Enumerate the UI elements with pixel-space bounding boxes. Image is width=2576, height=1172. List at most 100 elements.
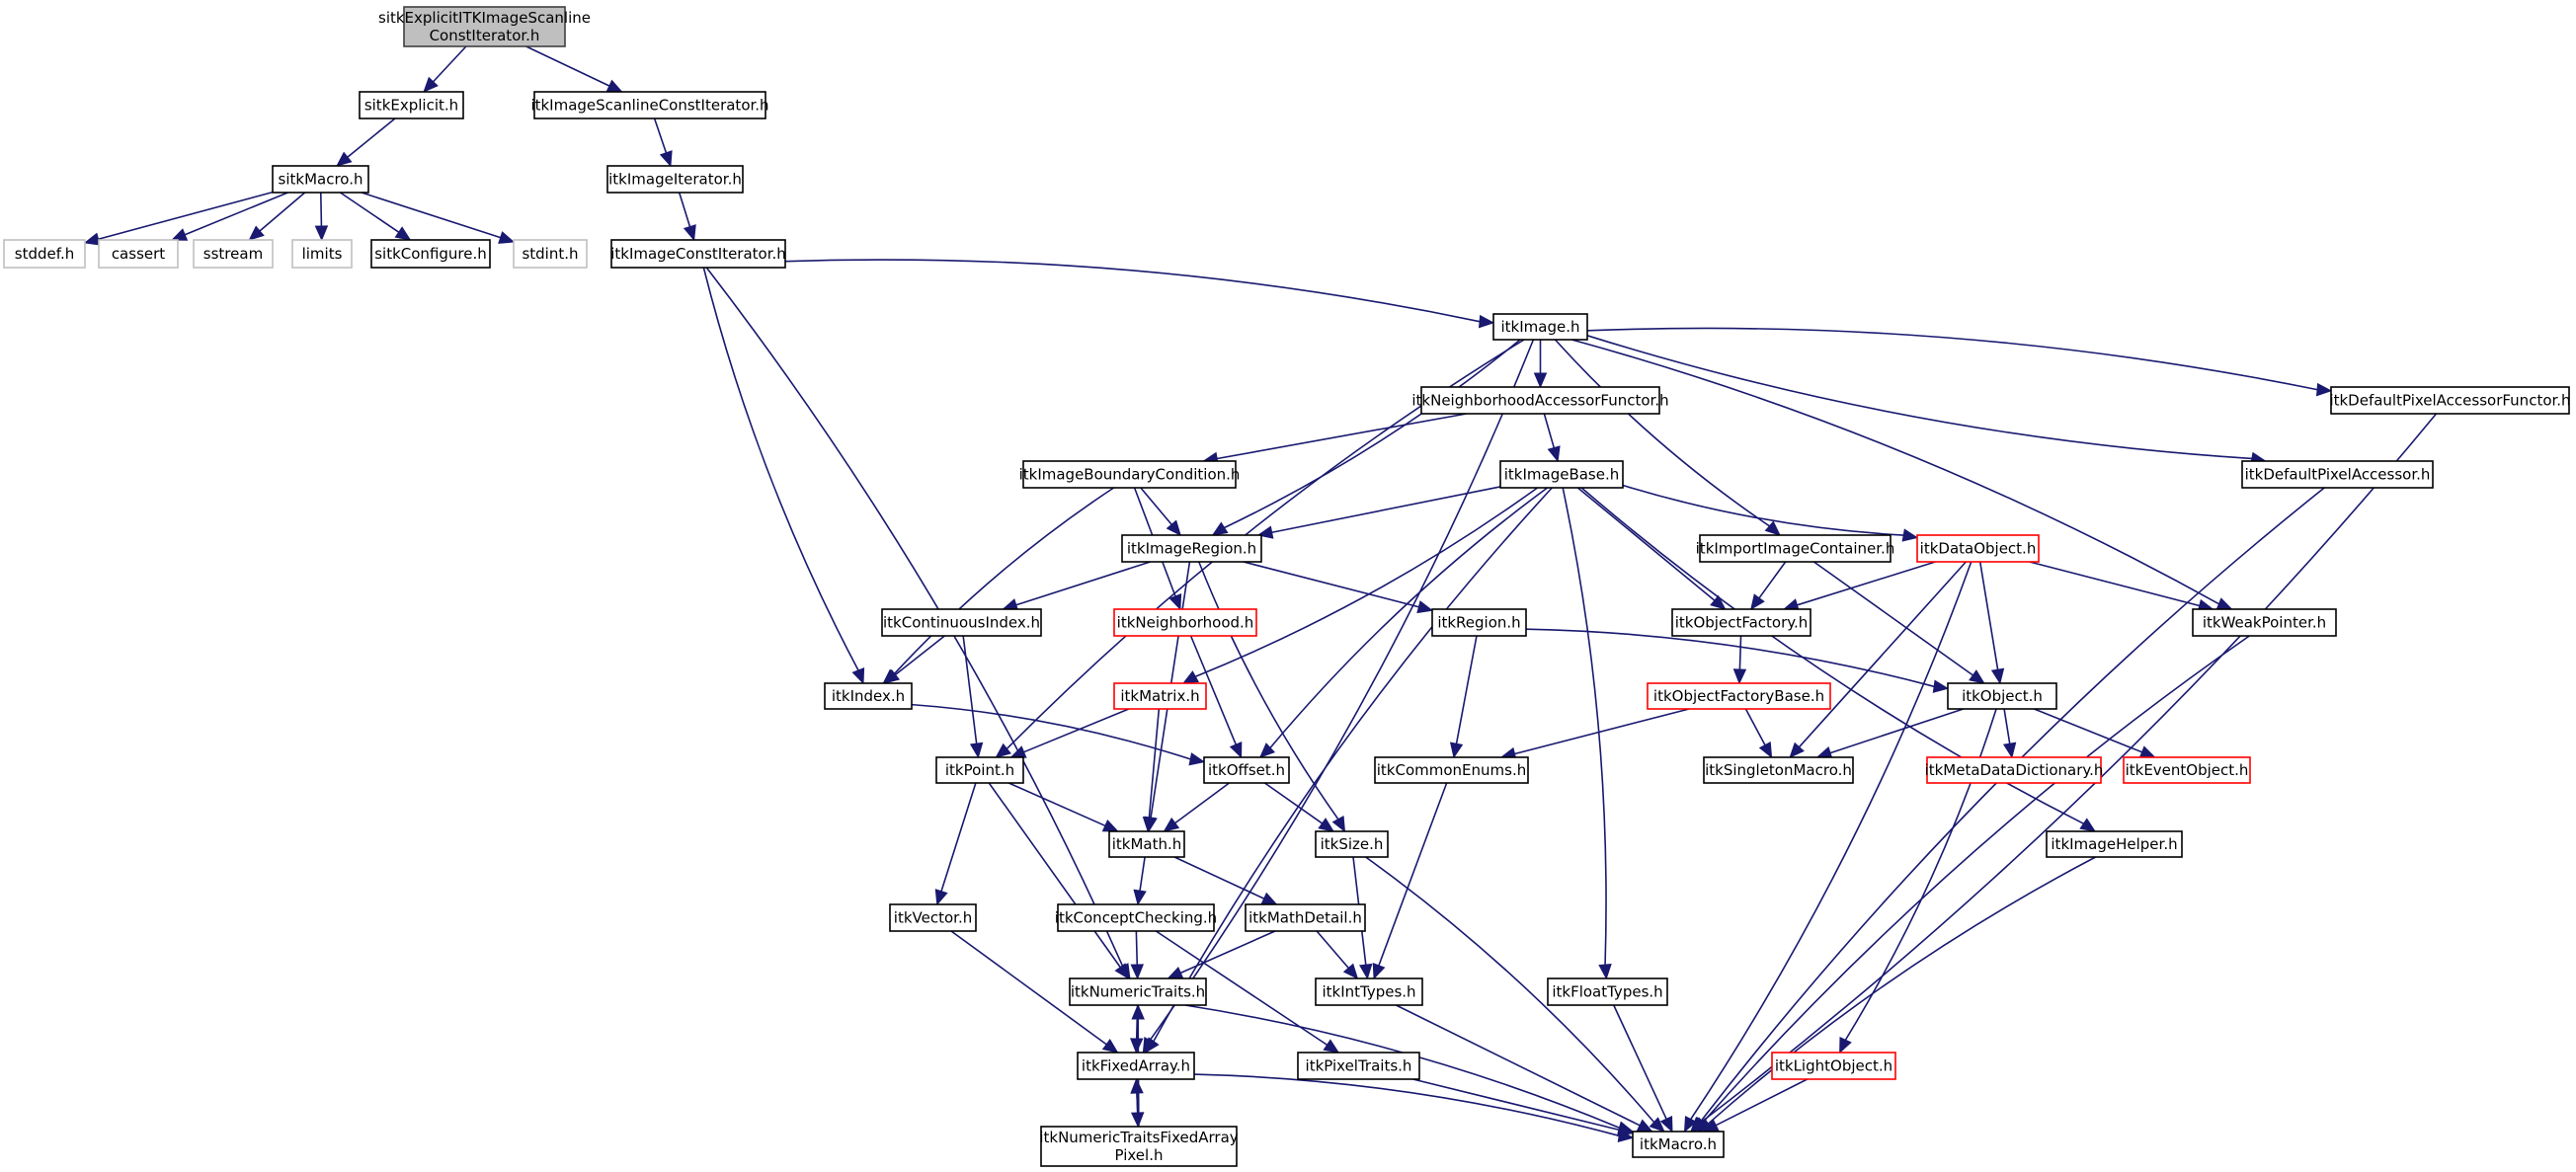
arrowhead-icon: [1342, 963, 1359, 979]
node-itkRegion[interactable]: itkRegion.h: [1431, 608, 1527, 637]
node-box: [824, 682, 913, 710]
node-itkMatrix[interactable]: itkMatrix.h: [1113, 682, 1207, 710]
node-itkDefaultPixelAccessorFunctor[interactable]: itkDefaultPixelAccessorFunctor.h: [2329, 386, 2571, 415]
node-label: itkRegion.h: [1437, 614, 1520, 632]
node-label: itkImageIterator.h: [608, 171, 742, 189]
node-label: itkNeighborhoodAccessorFunctor.h: [1411, 392, 1668, 410]
node-box: [2241, 460, 2434, 489]
edge-itkImageBase-to-itkFloatTypes: [1562, 487, 1612, 980]
edge-line: [962, 635, 978, 744]
edge-line: [1586, 327, 2318, 391]
edge-line: [1412, 1078, 1620, 1132]
arrowhead-icon: [1969, 669, 1985, 684]
edge-line: [1715, 1078, 1809, 1127]
edge-line: [1198, 561, 1339, 820]
edge-line: [361, 192, 501, 239]
node-box: [1069, 977, 1207, 1006]
node-label: sitkExplicitITKImageScanline: [378, 9, 591, 27]
arrowhead-icon: [1142, 816, 1157, 833]
arrowhead-icon: [1168, 593, 1182, 611]
node-itkDefaultPixelAccessor[interactable]: itkDefaultPixelAccessor.h: [2241, 460, 2434, 489]
node-itkFloatTypes[interactable]: itkFloatTypes.h: [1547, 977, 1668, 1006]
node-itkImage[interactable]: itkImage.h: [1492, 313, 1588, 341]
node-sitkMacro[interactable]: sitkMacro.h: [272, 165, 369, 194]
node-label: itkObjectFactory.h: [1675, 614, 1809, 632]
edge-line: [1217, 413, 1467, 460]
edge-itkPixelTraits-to-itkMacro: [1412, 1078, 1635, 1136]
node-itkImageBase[interactable]: itkImageBase.h: [1499, 460, 1624, 489]
edge-line: [894, 635, 945, 675]
arrowhead-icon: [1710, 594, 1727, 610]
edge-line: [1622, 484, 1904, 536]
node-label: itkImageRegion.h: [1127, 540, 1256, 558]
node-itkEventObject[interactable]: itkEventObject.h: [2123, 756, 2251, 784]
edge-itkMath-to-itkMathDetail: [1173, 856, 1278, 905]
node-box: [1121, 534, 1262, 563]
node-itkSize[interactable]: itkSize.h: [1315, 830, 1389, 858]
edge-itkImportImageContainer-to-itkObjectFactory: [1750, 561, 1787, 611]
node-itkIntTypes[interactable]: itkIntTypes.h: [1315, 977, 1423, 1006]
node-itkPixelTraits[interactable]: itkPixelTraits.h: [1297, 1052, 1420, 1080]
node-itkNeighborhoodAccessorFunctor[interactable]: itkNeighborhoodAccessorFunctor.h: [1411, 386, 1669, 415]
node-label: itkImportImageContainer.h: [1696, 540, 1895, 558]
node-label: itkContinuousIndex.h: [883, 614, 1040, 632]
arrowhead-icon: [1789, 742, 1805, 758]
edge-itkImageBase-to-itkOffset: [1258, 487, 1549, 758]
node-sitkConfigure[interactable]: sitkConfigure.h: [370, 239, 491, 269]
arrowhead-icon: [605, 79, 623, 93]
node-itkNeighborhood[interactable]: itkNeighborhood.h: [1113, 608, 1257, 637]
edge-itkNeighborhoodAccessorFunctor-to-itkImageBase: [1543, 413, 1561, 463]
node-itkObjectFactoryBase[interactable]: itkObjectFactoryBase.h: [1647, 682, 1831, 710]
node-label: itkDefaultPixelAccessor.h: [2245, 466, 2431, 484]
node-box: [1022, 460, 1237, 489]
edge-line: [2003, 708, 2011, 744]
node-itkImportImageContainer[interactable]: itkImportImageContainer.h: [1696, 534, 1895, 563]
edge-itkImageBase-to-itkFixedArray: [1144, 487, 1553, 1055]
node-itkFixedArray[interactable]: itkFixedArray.h: [1077, 1052, 1195, 1080]
node-itkOffset[interactable]: itkOffset.h: [1203, 756, 1290, 784]
node-itkIndex[interactable]: itkIndex.h: [824, 682, 913, 710]
node-itkImageConstIterator[interactable]: itkImageConstIterator.h: [610, 239, 786, 269]
node-label: itkVector.h: [894, 909, 972, 927]
edge-line: [1744, 708, 1766, 746]
node-itkContinuousIndex[interactable]: itkContinuousIndex.h: [881, 608, 1042, 637]
node-itkPoint[interactable]: itkPoint.h: [935, 756, 1024, 784]
node-itkCommonEnums[interactable]: itkCommonEnums.h: [1374, 756, 1529, 784]
node-box: [610, 239, 786, 269]
node-label: itkImageScanlineConstIterator.h: [530, 97, 768, 115]
node-itkImageIterator[interactable]: itkImageIterator.h: [606, 165, 744, 194]
edge-itkImageBoundaryCondition-to-itkNeighborhood: [1133, 487, 1182, 611]
node-itkWeakPointer[interactable]: itkWeakPointer.h: [2192, 608, 2337, 637]
node-root[interactable]: sitkExplicitITKImageScanlineConstIterato…: [378, 6, 591, 47]
node-itkObject[interactable]: itkObject.h: [1947, 682, 2057, 710]
arrowhead-icon: [498, 231, 516, 244]
edge-itkContinuousIndex-to-itkPoint: [962, 635, 984, 759]
edge-line: [1571, 339, 2219, 605]
edge-itkVector-to-itkFixedArray: [950, 930, 1119, 1054]
node-itkMacro[interactable]: itkMacro.h: [1632, 1131, 1725, 1158]
node-itkMath[interactable]: itkMath.h: [1108, 830, 1185, 858]
node-itkObjectFactory[interactable]: itkObjectFactory.h: [1671, 608, 1811, 637]
node-itkConceptChecking[interactable]: itkConceptChecking.h: [1055, 903, 1217, 932]
edge-line: [784, 259, 1481, 323]
node-itkImageRegion[interactable]: itkImageRegion.h: [1121, 534, 1262, 563]
node-label: itkObjectFactoryBase.h: [1653, 687, 1824, 705]
node-label: itkEventObject.h: [2126, 761, 2249, 779]
arrowhead-icon: [1323, 1039, 1340, 1054]
node-itkImageScanlineConstIterator[interactable]: itkImageScanlineConstIterator.h: [530, 91, 769, 119]
node-itkSingletonMacro[interactable]: itkSingletonMacro.h: [1703, 756, 1854, 784]
node-itkMetaDataDictionary[interactable]: itkMetaDataDictionary.h: [1925, 756, 2104, 784]
node-itkMathDetail[interactable]: itkMathDetail.h: [1245, 903, 1366, 932]
node-itkLightObject[interactable]: itkLightObject.h: [1771, 1052, 1896, 1080]
node-box: [370, 239, 491, 269]
node-itkVector[interactable]: itkVector.h: [889, 903, 977, 932]
node-sitkExplicit[interactable]: sitkExplicit.h: [359, 91, 464, 119]
node-box: [359, 91, 464, 119]
node-itkNumericTraits[interactable]: itkNumericTraits.h: [1069, 977, 1207, 1006]
edge-itkMathDetail-to-itkNumericTraits: [1167, 930, 1276, 979]
node-itkDataObject[interactable]: itkDataObject.h: [1916, 534, 2040, 563]
node-itkImageBoundaryCondition[interactable]: itkImageBoundaryCondition.h: [1019, 460, 1241, 489]
edge-itkRegion-to-itkObject: [1525, 628, 1950, 693]
node-itkImageHelper[interactable]: itkImageHelper.h: [2046, 830, 2183, 858]
